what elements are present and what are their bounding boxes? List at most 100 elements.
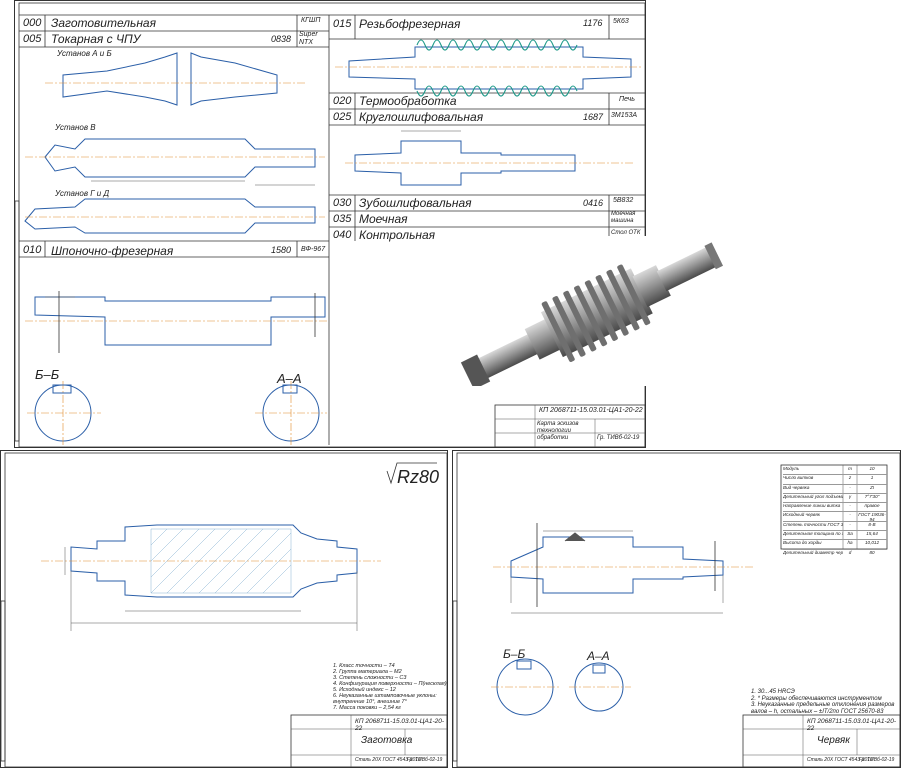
op-code: 1176	[583, 18, 603, 28]
table-row: Направление линии витка - правое	[783, 503, 887, 513]
param-name: Делительный угол подъема	[783, 493, 843, 499]
table-row: Модуль m 10	[783, 466, 887, 476]
worm-3d-image	[460, 242, 724, 386]
table-row: Степень точности ГОСТ 3675-81-8-В	[783, 521, 887, 532]
param-value: 80	[869, 549, 875, 555]
param-value: правое	[864, 503, 880, 509]
table-row: Делительная толщина по хорде Sa 15,64	[783, 531, 887, 541]
drawing-title: Червяк	[817, 735, 850, 746]
blank-drawing	[1, 452, 448, 768]
param-value: ГОСТ 19036-94	[858, 512, 886, 523]
param-symbol: ha	[847, 540, 853, 546]
op-num: 005	[23, 33, 42, 45]
note-line: 6. Неуказанные штамповочные уклоны:	[333, 693, 437, 699]
note-line: 2. Группа материала – М2	[333, 669, 402, 675]
op-code: 0838	[271, 34, 292, 44]
op-machine: Моечная машина	[611, 211, 636, 224]
op-name: Термообработка	[359, 94, 457, 108]
op-num: 030	[333, 197, 352, 209]
sheet-process-card: 000 Заготовительная КГШП 005 Токарная с …	[14, 0, 646, 448]
worm-drawing	[453, 452, 901, 768]
op-machine: ВФ-967	[301, 246, 326, 253]
param-symbol: -	[849, 484, 851, 490]
drawing-group: Гр. ТИВб-02-19	[407, 757, 443, 763]
section-label-b: Б–Б	[35, 367, 60, 382]
drawing-stamp: КП 2068711-15.03.01-ЦА1-20-22	[355, 718, 445, 732]
drawing-material: Сталь 20Х ГОСТ 4543-2016	[355, 757, 421, 763]
note-line: 2. * Размеры обеспечиваются инструментом	[751, 695, 882, 702]
op-num: 010	[23, 244, 42, 256]
setup-label: Установ А и Б	[57, 49, 112, 58]
op-machine: Super NTX	[299, 31, 318, 46]
table-row: Делительный диаметр червяка d 80	[783, 550, 887, 558]
op-name: Токарная с ЧПУ	[51, 32, 141, 46]
param-name: Вид червяка	[783, 484, 810, 490]
note-line: валов – h, остальных – ±IT/2по ГОСТ 2567…	[751, 708, 884, 715]
process-card-drawing	[15, 2, 646, 448]
param-value: 15,64	[866, 531, 878, 537]
setup-label: Установ В	[55, 123, 96, 132]
param-symbol: Sa	[847, 531, 853, 537]
op-code: 1580	[271, 245, 292, 255]
drawing-material: Сталь 20Х ГОСТ 4543-2016	[807, 757, 873, 763]
op-code: 0416	[583, 198, 604, 208]
op-num: 000	[23, 17, 42, 29]
op-machine: 3М153А	[611, 112, 638, 119]
drawing-title: Заготовка	[361, 735, 413, 746]
param-name: Исходный червяк	[783, 512, 820, 518]
op-num: 020	[333, 95, 352, 107]
param-value: ZI	[869, 484, 875, 490]
op-name: Резьбофрезерная	[359, 17, 461, 31]
param-symbol: d	[848, 549, 852, 555]
param-symbol: m	[848, 466, 852, 471]
section-label-a: А–А	[587, 649, 610, 663]
table-row: Исходный червяк - ГОСТ 19036-94	[783, 512, 887, 523]
param-symbol: -	[849, 503, 851, 509]
op-machine: КГШП	[301, 17, 321, 24]
tech-notes: 1. 30...45 HRCЭ 2. * Размеры обеспечиваю…	[751, 689, 901, 715]
op-num: 025	[333, 111, 352, 123]
param-name: Направление линии витка	[783, 503, 841, 509]
param-value: 8-В	[868, 521, 876, 527]
param-value: 10	[869, 466, 875, 471]
param-value: 1	[870, 475, 874, 481]
op-name: Зубошлифовальная	[359, 196, 472, 210]
param-name: Модуль	[783, 466, 800, 471]
param-name: Делительный диаметр червяка	[783, 549, 843, 555]
op-machine: Стол ОТК	[611, 230, 641, 236]
note-line: 3. Неуказанные предельные отклонения раз…	[751, 702, 895, 708]
note-line: 7. Масса поковки – 2,54 кг	[333, 705, 401, 711]
param-name: Делительная толщина по хорде	[783, 531, 843, 537]
note-line: 5. Исходный индекс – 12	[333, 687, 396, 693]
drawing-stamp: КП 2068711-15.03.01-ЦА1-20-22	[807, 718, 897, 732]
drawing-group: Гр. ТИВб-02-19	[597, 435, 640, 441]
note-line: внутренние 10°, внешние 7°	[333, 699, 407, 705]
param-symbol: -	[849, 512, 851, 518]
note-line: 3. Степень сложности – С3	[333, 675, 407, 681]
section-label-b: Б–Б	[503, 647, 526, 661]
param-value: 10,012	[864, 540, 880, 546]
drawing-group: Гр. ТИВб-02-19	[859, 757, 895, 763]
sheet-blank-drawing: Rz80 1. Класс точности – Т4 2. Группа ма…	[0, 450, 448, 768]
table-row: Вид червяка - ZI	[783, 485, 887, 494]
section-label-a: А–А	[277, 371, 302, 386]
op-name: Заготовительная	[51, 16, 157, 30]
op-machine: 5В832	[613, 197, 634, 204]
op-machine: Печь	[619, 96, 635, 103]
op-num: 035	[333, 213, 352, 225]
note-line: 1. 30...45 HRCЭ	[751, 689, 795, 695]
op-name: Моечная	[359, 212, 408, 226]
op-num: 015	[333, 18, 352, 30]
op-machine: 5К63	[613, 18, 629, 25]
op-name: Круглошлифовальная	[359, 110, 484, 124]
param-name: Число витков	[783, 475, 814, 481]
note-line: 4. Конфигурация поверхности – П(несклая)	[333, 681, 447, 687]
tech-notes: 1. Класс точности – Т4 2. Группа материа…	[333, 663, 453, 711]
op-name: Контрольная	[359, 228, 436, 242]
note-line: 1. Класс точности – Т4	[333, 663, 395, 669]
